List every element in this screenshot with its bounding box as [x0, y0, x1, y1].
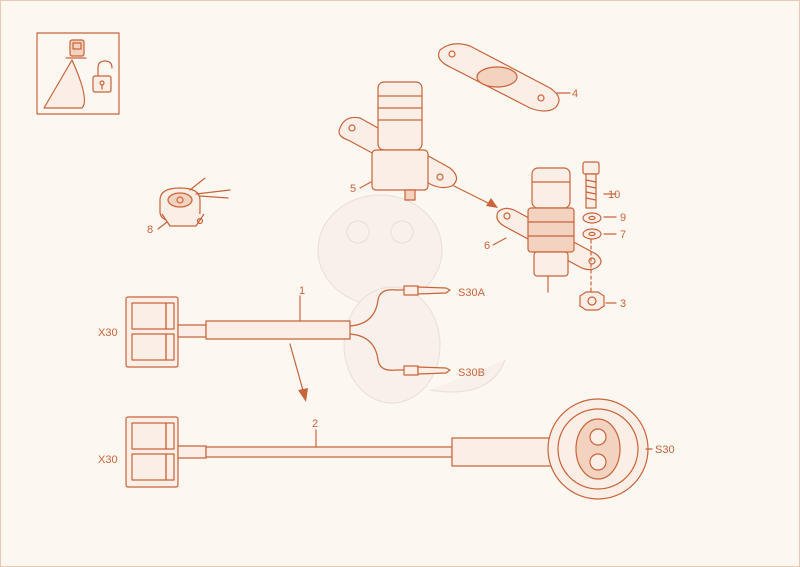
arrow-5-to-6	[453, 185, 498, 208]
label-s30a: S30A	[458, 287, 486, 299]
label-part-8: 8	[147, 224, 153, 236]
label-part-6: 6	[484, 240, 490, 252]
terminal-s30b	[403, 365, 419, 376]
arrow-1-to-2	[289, 343, 308, 402]
label-s30: S30	[655, 444, 675, 456]
legend-box	[36, 32, 120, 115]
quarter-shape-icon	[43, 59, 85, 109]
part-10-bolt	[582, 161, 617, 209]
part-6-switch-with-flange	[492, 167, 602, 293]
label-part-3: 3	[620, 298, 626, 310]
terminal-s30a	[403, 285, 419, 296]
part-8-small-switch	[157, 177, 231, 230]
label-part-10: 10	[608, 189, 620, 201]
part-5-switch-assembly	[338, 81, 458, 201]
label-s30b: S30B	[458, 367, 485, 379]
label-x30-bottom: X30	[98, 454, 118, 466]
watermark-mascot	[317, 194, 506, 404]
part-3-nut	[579, 291, 617, 311]
connector-s30	[547, 398, 653, 500]
label-x30-top: X30	[98, 327, 118, 339]
label-part-1: 1	[299, 285, 305, 297]
open-padlock-icon	[92, 60, 113, 93]
label-part-7: 7	[620, 229, 626, 241]
harness-1	[125, 285, 451, 376]
part-9-washer	[582, 212, 617, 224]
part-4-bracket	[437, 43, 571, 112]
part-7-washer	[582, 228, 617, 240]
harness-2	[125, 416, 553, 488]
label-part-9: 9	[620, 212, 626, 224]
label-part-4: 4	[572, 88, 578, 100]
label-part-2: 2	[312, 418, 318, 430]
key-switch-icon	[65, 39, 87, 59]
label-part-5: 5	[350, 183, 356, 195]
